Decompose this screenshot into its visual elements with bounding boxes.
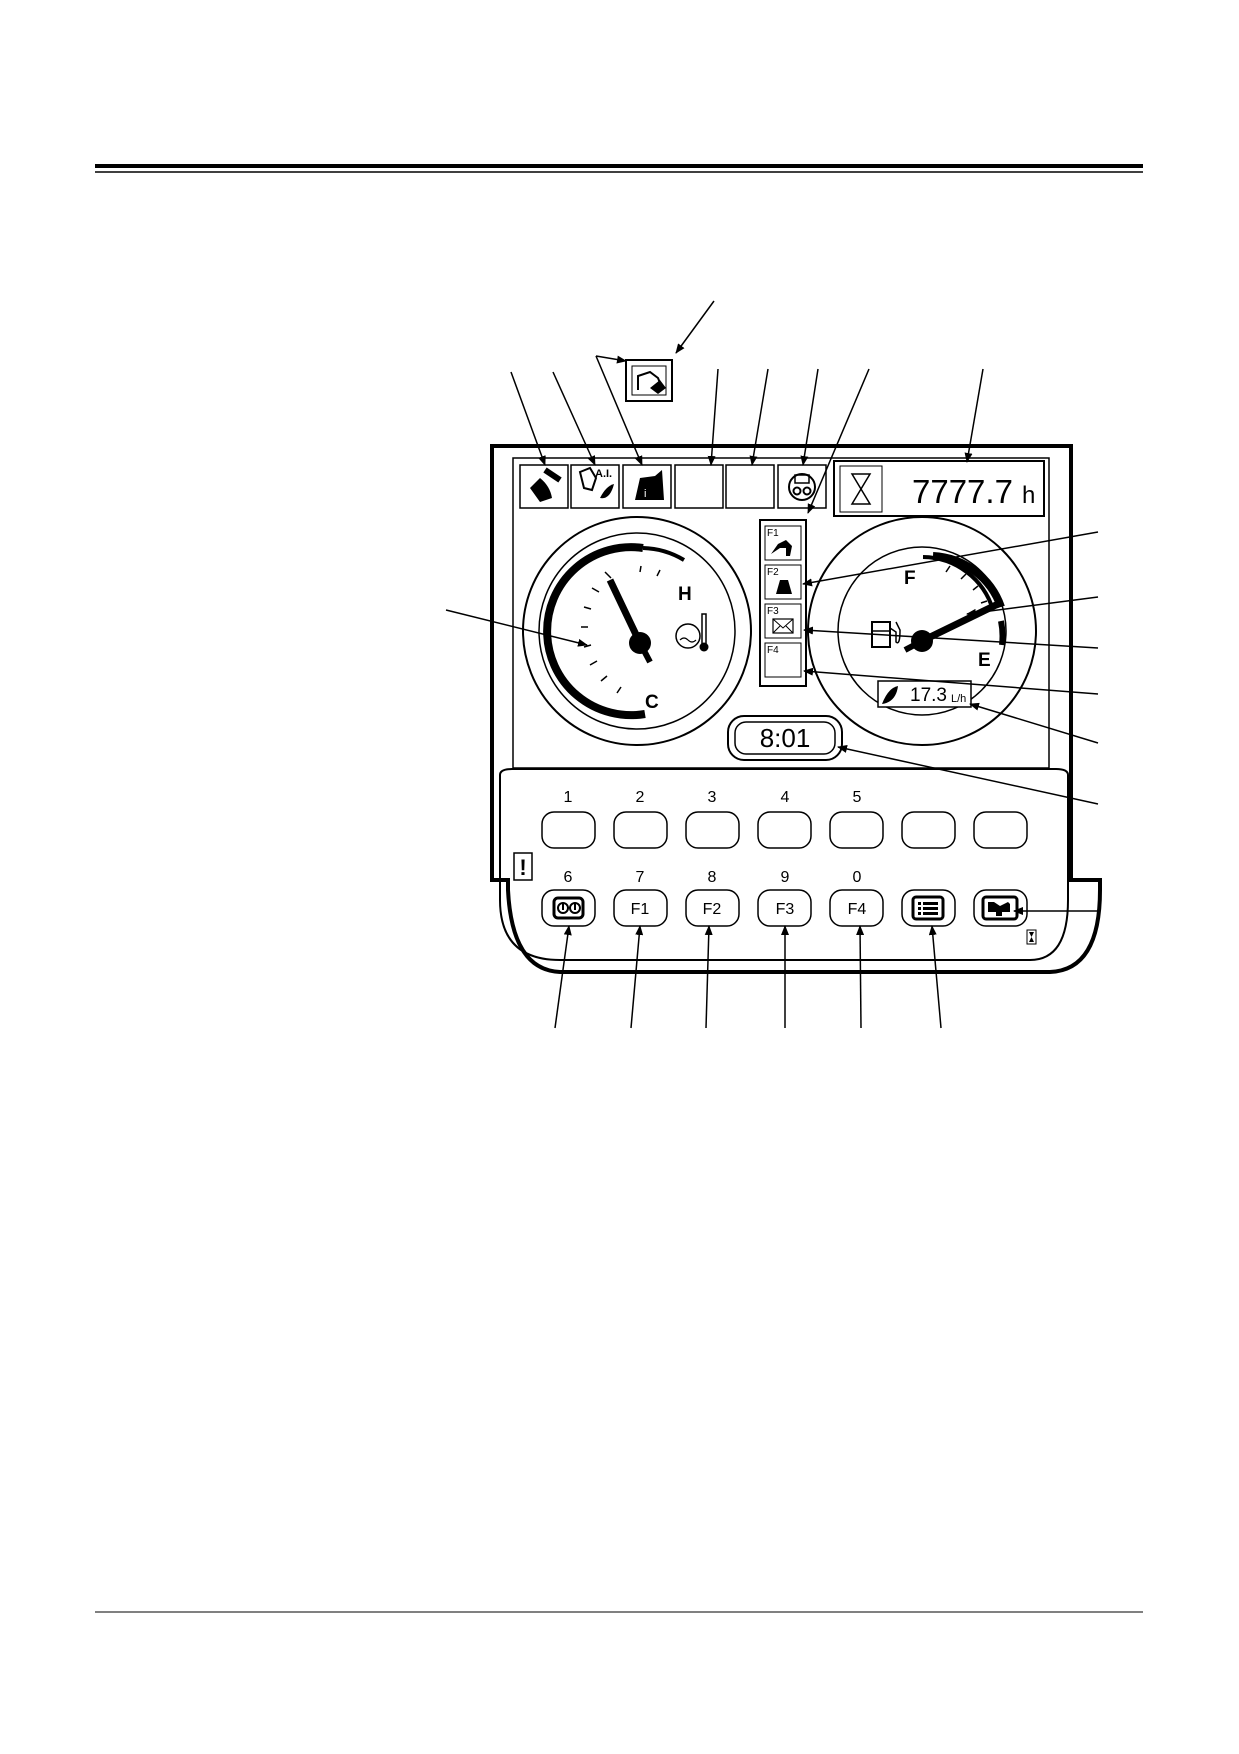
attachment-icon — [776, 580, 792, 594]
svg-text:A.I.: A.I. — [595, 468, 612, 480]
fuel-gauge-full-zone — [932, 552, 1005, 609]
function-menu-f4: F4 — [764, 642, 802, 678]
display-screen — [512, 457, 1050, 769]
header-rule — [95, 164, 1143, 173]
menu-button[interactable] — [901, 889, 956, 927]
coolant-temperature-icon — [675, 613, 709, 652]
hour-meter-unit: h — [1022, 482, 1035, 509]
ai-excavator-icon: A.I. — [578, 466, 614, 499]
svg-text:5: 5 — [853, 789, 862, 806]
eco-leaf-icon — [882, 686, 898, 704]
keypad-top-row: 1 2 3 4 5 — [541, 789, 1028, 849]
hour-meter: 7777.7 h — [833, 460, 1045, 517]
inset-screen-icon — [625, 359, 673, 402]
function-menu-f1: F1 — [764, 525, 802, 561]
auto-idle-icon — [552, 896, 585, 920]
fuel-empty-label: E — [978, 650, 991, 671]
svg-text:F4: F4 — [767, 645, 779, 656]
svg-text:F3: F3 — [776, 901, 795, 918]
monitor-housing — [490, 444, 1102, 974]
clock-display: 8:01 — [727, 715, 843, 761]
svg-text:3: 3 — [708, 789, 717, 806]
key-5-button[interactable] — [829, 811, 884, 849]
svg-text:1: 1 — [564, 789, 573, 806]
fuel-rate-display: 17.3 L/h — [877, 680, 972, 708]
camera-button[interactable] — [973, 889, 1028, 927]
temp-gauge-arc — [543, 543, 646, 720]
f2-button[interactable]: F2 — [685, 889, 740, 927]
keypad-panel — [499, 768, 1069, 961]
temp-cold-label: C — [645, 692, 659, 713]
svg-text:8: 8 — [708, 869, 717, 886]
svg-text:2: 2 — [636, 789, 645, 806]
leader-lines — [445, 300, 1099, 1029]
auto-idle-button[interactable] — [541, 889, 596, 927]
temp-needle — [606, 578, 644, 645]
svg-text:F1: F1 — [631, 901, 650, 918]
svg-text:0: 0 — [853, 869, 862, 886]
temp-needle-hub — [629, 632, 651, 654]
svg-text:F2: F2 — [703, 901, 722, 918]
keypad-bottom-row: 6 7 8 9 0 F1 F2 F3 F — [541, 869, 1037, 945]
fuel-rate-unit: L/h — [951, 693, 966, 705]
key-1-button[interactable] — [541, 811, 596, 849]
icon-box-5 — [725, 464, 775, 509]
warning-mark: ! — [513, 852, 533, 881]
work-light-icon — [788, 473, 816, 501]
clock-time: 8:01 — [760, 723, 811, 753]
hourglass-small-icon — [1026, 929, 1037, 945]
work-mode-icon — [771, 540, 792, 556]
svg-text:F1: F1 — [767, 528, 779, 539]
temp-gauge-ticks — [581, 565, 661, 694]
operator-info-icon: i — [635, 470, 664, 500]
svg-text:!: ! — [519, 855, 526, 880]
f3-button[interactable]: F3 — [757, 889, 812, 927]
key-2-button[interactable] — [613, 811, 668, 849]
mail-icon — [772, 618, 794, 634]
temp-gauge-hot-zone — [642, 546, 686, 562]
icon-box-4 — [674, 464, 724, 509]
fuel-rate-value: 17.3 — [910, 685, 947, 706]
menu-list-icon — [911, 895, 945, 921]
key-7-blank-button[interactable] — [973, 811, 1028, 849]
function-menu-f3: F3 — [764, 603, 802, 639]
function-menu-f2: F2 — [764, 564, 802, 600]
function-menu: F1 F2 F3 F4 — [759, 519, 807, 687]
hour-meter-value: 7777.7 — [912, 473, 1013, 510]
f1-button[interactable]: F1 — [613, 889, 668, 927]
fuel-needle-hub — [911, 630, 933, 652]
svg-text:6: 6 — [564, 869, 573, 886]
coolant-temp-gauge: H C — [522, 516, 752, 746]
fuel-gauge-ticks — [945, 565, 988, 604]
status-icon-row: A.I. i — [519, 464, 827, 509]
svg-text:F3: F3 — [767, 606, 779, 617]
key-4-button[interactable] — [757, 811, 812, 849]
svg-text:F2: F2 — [767, 567, 779, 578]
f4-button[interactable]: F4 — [829, 889, 884, 927]
svg-text:9: 9 — [781, 869, 790, 886]
svg-text:4: 4 — [781, 789, 790, 806]
svg-text:i: i — [644, 488, 646, 500]
fuel-gauge: F E 17.3 L/h — [807, 516, 1037, 746]
bucket-icon — [530, 467, 562, 502]
svg-text:F4: F4 — [848, 901, 867, 918]
hourglass-icon — [850, 473, 872, 505]
fuel-needle — [920, 600, 1000, 645]
key-6-blank-button[interactable] — [901, 811, 956, 849]
temp-hot-label: H — [678, 584, 692, 605]
fuel-gauge-empty-zone — [998, 620, 1006, 646]
svg-text:7: 7 — [636, 869, 645, 886]
fuel-full-label: F — [904, 568, 916, 589]
key-3-button[interactable] — [685, 811, 740, 849]
